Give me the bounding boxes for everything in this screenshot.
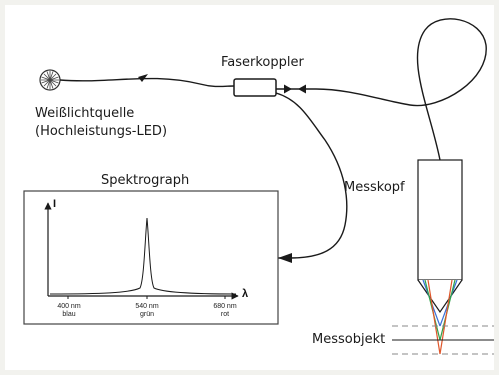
light-cone (422, 279, 458, 355)
spectrograph-label: Spektrograph (101, 173, 190, 188)
tick-label-540: 540 nm grün (135, 303, 159, 318)
object-label: Messobjekt (312, 332, 386, 347)
light-source-icon (39, 69, 61, 91)
fiber-loop-to-probe (315, 18, 487, 161)
tick-label-680: 680 nm rot (213, 303, 237, 318)
arrow-head (138, 74, 148, 82)
intensity-axis-label: I (53, 198, 57, 210)
fiber-coupler-to-spectrograph (275, 92, 348, 259)
spectrum-axes (44, 202, 239, 300)
light-source-label: Weißlichtquelle (35, 106, 135, 121)
arrow-head (278, 253, 292, 263)
wavelength-axis-label: λ (242, 288, 249, 300)
fiber-source-to-coupler (59, 77, 235, 88)
fiber-coupler-box (233, 78, 277, 97)
probe-head (417, 159, 463, 314)
probe-label: Messkopf (344, 180, 405, 195)
spectrograph-box (23, 190, 279, 325)
light-source-detail-label: (Hochleistungs-LED) (35, 124, 168, 139)
coupler-label: Faserkoppler (221, 55, 304, 70)
tick-label-400: 400 nm blau (57, 303, 81, 318)
object-surfaces (392, 325, 494, 355)
bidirectional-arrow-icon (276, 84, 316, 94)
spectrum-peak-line (49, 217, 237, 295)
